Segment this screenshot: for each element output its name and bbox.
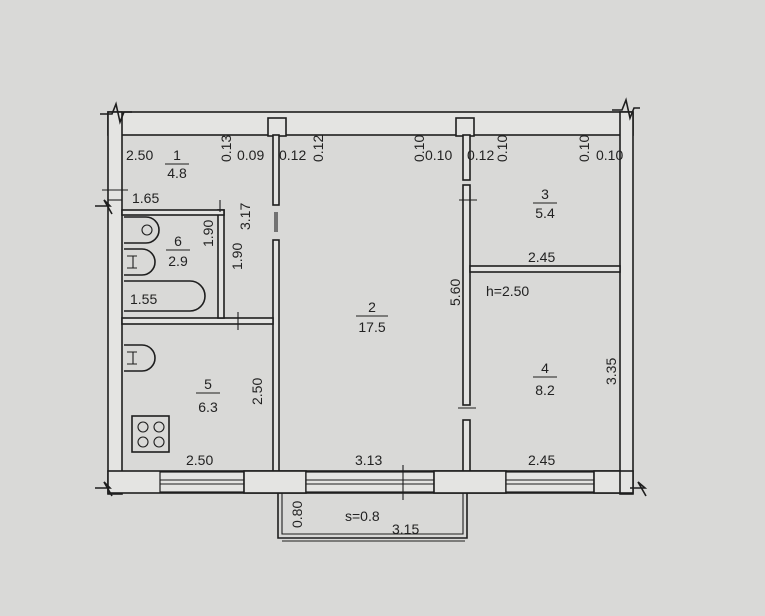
- dim-bath-side: 1.90: [200, 220, 216, 247]
- svg-text:5: 5: [204, 376, 212, 392]
- break-mark-top-right: [612, 97, 640, 121]
- balcony-area-label: s=0.8: [345, 508, 380, 524]
- svg-text:5.4: 5.4: [535, 205, 555, 221]
- dim-balcony-length: 3.15: [392, 521, 419, 537]
- toilet-icon: [124, 248, 156, 276]
- dim-top: 0.09: [237, 147, 264, 163]
- room-label-4: 48.2: [533, 360, 557, 398]
- svg-text:1: 1: [173, 147, 181, 163]
- dim-top: 0.10: [596, 147, 623, 163]
- svg-text:4.8: 4.8: [167, 165, 187, 181]
- svg-text:6.3: 6.3: [198, 399, 218, 415]
- room-label-5: 56.3: [196, 376, 220, 415]
- svg-text:3: 3: [541, 186, 549, 202]
- break-mark-left: [95, 199, 113, 215]
- svg-text:8.2: 8.2: [535, 382, 555, 398]
- dim-room4-width: 2.45: [528, 452, 555, 468]
- svg-text:4: 4: [541, 360, 549, 376]
- dim-top: 0.12: [279, 147, 306, 163]
- dim-top-vertical: 0.10: [576, 135, 592, 162]
- dim-hall-width: 2.50: [126, 147, 153, 163]
- break-mark-bottom-left: [95, 481, 113, 497]
- dim-top: 0.10: [425, 147, 452, 163]
- svg-text:6: 6: [174, 233, 182, 249]
- dim-top-vertical: 0.12: [310, 135, 326, 162]
- dim-bath-top: 1.65: [132, 190, 159, 206]
- dim-kitchen-length: 2.50: [249, 378, 265, 405]
- svg-text:2.9: 2.9: [168, 253, 188, 269]
- svg-text:17.5: 17.5: [358, 319, 385, 335]
- dim-top-vertical: 0.10: [494, 135, 510, 162]
- room-label-3: 35.4: [533, 186, 557, 221]
- dim-bath-side: 1.90: [229, 243, 245, 270]
- bathtub-icon: [124, 280, 206, 312]
- break-mark-bottom-right: [630, 481, 648, 497]
- dim-room2-width: 3.13: [355, 452, 382, 468]
- room-label-6: 62.9: [166, 233, 190, 269]
- room-label-2: 217.5: [356, 299, 388, 335]
- stove-icon: [131, 415, 170, 453]
- ceiling-height-label: h=2.50: [486, 283, 529, 299]
- dim-kitchen-width: 2.50: [186, 452, 213, 468]
- dim-room3-width: 2.45: [528, 249, 555, 265]
- column: [455, 117, 475, 137]
- sink-icon: [124, 216, 160, 244]
- dim-bath-bottom: 1.55: [130, 291, 157, 307]
- dim-top: 0.12: [467, 147, 494, 163]
- kitchen-sink-icon: [124, 344, 156, 372]
- dim-top-vertical: 0.10: [411, 135, 427, 162]
- dim-room4-length: 3.35: [603, 358, 619, 385]
- dim-balcony-depth: 0.80: [289, 501, 305, 528]
- dim-hall-length: 3.17: [237, 203, 253, 230]
- windows: [159, 465, 621, 500]
- column: [267, 117, 287, 137]
- dim-room2-length: 5.60: [447, 279, 463, 306]
- interior-walls: [102, 134, 621, 472]
- room-label-1: 14.8: [165, 147, 189, 181]
- break-mark-top-left: [100, 101, 132, 125]
- dim-top-vertical: 0.13: [218, 135, 234, 162]
- svg-text:2: 2: [368, 299, 376, 315]
- balcony: [277, 493, 468, 539]
